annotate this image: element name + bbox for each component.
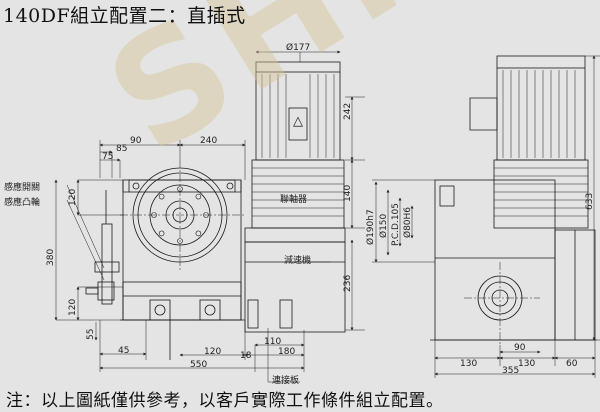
dim-phi150: Ø150 xyxy=(379,213,389,238)
dim-phi177: Ø177 xyxy=(286,43,311,53)
motor-warning-icon: △ xyxy=(293,114,303,129)
dim-140: 140 xyxy=(343,184,353,202)
dim-phi80: Ø80H6 xyxy=(403,206,413,238)
dim-phi190: Ø190h7 xyxy=(366,209,376,245)
dim-side-130: 130 xyxy=(460,359,478,369)
dim-front-75: 75 xyxy=(102,152,114,162)
reducer-motor-column xyxy=(244,50,365,383)
drawing-note: 注：以上圖紙僅供參考，以客戶實際工作條件組立配置。 xyxy=(6,391,444,411)
dim-side-130b: 130 xyxy=(518,359,536,369)
callout-coupling: 聯軸器 xyxy=(280,195,308,205)
dim-front-left-55: 55 xyxy=(86,328,96,340)
dim-242: 242 xyxy=(343,102,353,120)
dim-front-90: 90 xyxy=(130,136,142,146)
dim-side-355: 355 xyxy=(502,366,520,376)
dim-side-60: 60 xyxy=(566,359,578,369)
dim-side-90: 90 xyxy=(514,343,526,353)
dim-pcd: P.C.D.105 xyxy=(391,202,401,246)
dim-front-85: 85 xyxy=(116,144,128,154)
dim-front-b-120: 120 xyxy=(204,347,222,357)
dim-front-240: 240 xyxy=(200,136,218,146)
dim-front-b-180: 180 xyxy=(278,347,296,357)
callout-reducer: 減速機 xyxy=(284,256,312,266)
drawing-title: 140DF組立配置二：直插式 xyxy=(3,5,246,27)
front-view xyxy=(54,140,305,372)
side-view xyxy=(372,55,600,378)
dim-633: 633 xyxy=(585,192,595,210)
dim-front-b-550: 550 xyxy=(190,360,208,370)
dim-front-r-236: 236 xyxy=(343,274,353,292)
dim-front-b-110: 110 xyxy=(264,337,282,347)
callout-sensor-switch: 感應開關 xyxy=(4,183,41,193)
dim-front-b-18: 18 xyxy=(240,351,252,361)
dim-front-left-120b: 120 xyxy=(68,298,78,316)
dim-front-b-45: 45 xyxy=(118,346,130,356)
dim-front-left-380: 380 xyxy=(46,248,56,266)
dim-front-left-120: 120 xyxy=(68,188,78,206)
callout-connect-plate: 連接板 xyxy=(272,376,300,386)
callout-sensor-cam: 感應凸輪 xyxy=(4,198,41,208)
